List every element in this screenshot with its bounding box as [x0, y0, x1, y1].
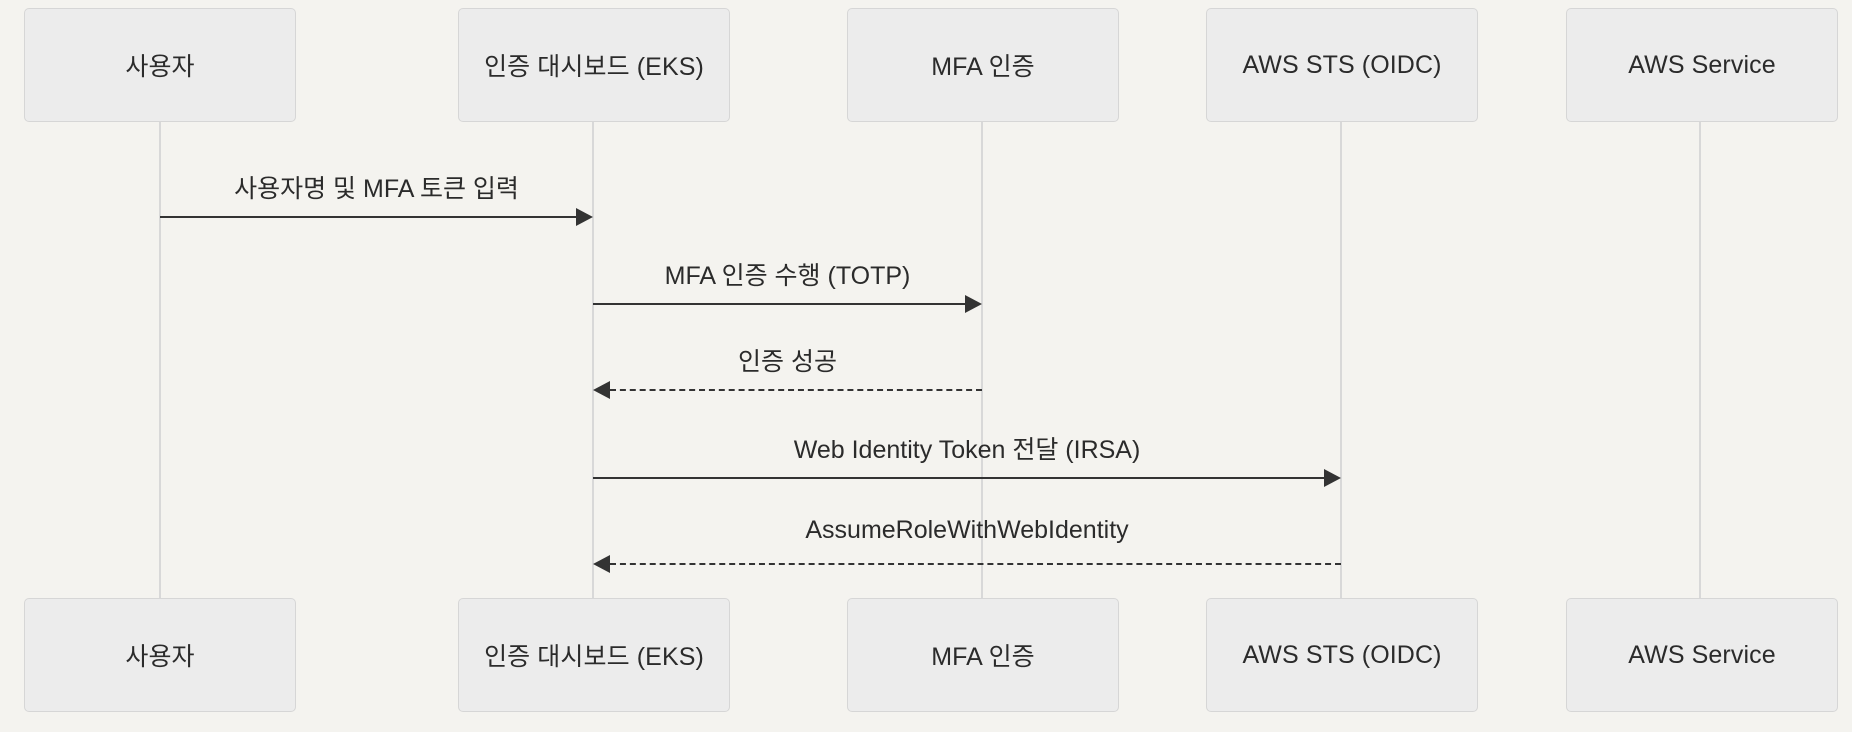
participant-label: MFA 인증 [931, 53, 1035, 81]
message-line-2 [593, 303, 965, 305]
participant-box-bottom-mfa[interactable]: MFA 인증 [847, 598, 1119, 712]
participant-box-top-sts[interactable]: AWS STS (OIDC) [1206, 8, 1478, 122]
participant-label: AWS STS (OIDC) [1242, 50, 1442, 79]
participant-label: 사용자 [125, 53, 195, 81]
participant-label: 인증 대시보드 (EKS) [484, 53, 704, 81]
message-label-4: Web Identity Token 전달 (IRSA) [793, 436, 1141, 464]
participant-box-bottom-sts[interactable]: AWS STS (OIDC) [1206, 598, 1478, 712]
lifeline-user [159, 122, 161, 598]
lifeline-service [1699, 122, 1701, 598]
message-line-1 [160, 216, 576, 218]
message-line-3 [610, 389, 982, 391]
lifeline-mfa [981, 122, 983, 598]
participant-box-bottom-user[interactable]: 사용자 [24, 598, 296, 712]
message-arrowhead-4 [1324, 469, 1341, 487]
participant-label: AWS Service [1628, 50, 1776, 79]
participant-box-top-dashboard[interactable]: 인증 대시보드 (EKS) [458, 8, 730, 122]
participant-label: 인증 대시보드 (EKS) [484, 643, 704, 671]
message-arrowhead-2 [965, 295, 982, 313]
participant-label: 사용자 [125, 643, 195, 671]
message-label-5: AssumeRoleWithWebIdentity [805, 516, 1129, 544]
lifeline-dashboard [592, 122, 594, 598]
participant-label: AWS STS (OIDC) [1242, 640, 1442, 669]
participant-box-top-service[interactable]: AWS Service [1566, 8, 1838, 122]
message-line-5 [610, 563, 1341, 565]
message-label-1: 사용자명 및 MFA 토큰 입력 [234, 175, 519, 203]
message-line-4 [593, 477, 1324, 479]
participant-box-bottom-dashboard[interactable]: 인증 대시보드 (EKS) [458, 598, 730, 712]
participant-label: AWS Service [1628, 640, 1776, 669]
message-arrowhead-1 [576, 208, 593, 226]
message-arrowhead-5 [593, 555, 610, 573]
participant-label: MFA 인증 [931, 643, 1035, 671]
message-label-3: 인증 성공 [738, 348, 837, 376]
participant-box-bottom-service[interactable]: AWS Service [1566, 598, 1838, 712]
participant-box-top-mfa[interactable]: MFA 인증 [847, 8, 1119, 122]
message-arrowhead-3 [593, 381, 610, 399]
lifeline-sts [1340, 122, 1342, 598]
participant-box-top-user[interactable]: 사용자 [24, 8, 296, 122]
message-label-2: MFA 인증 수행 (TOTP) [664, 262, 911, 290]
